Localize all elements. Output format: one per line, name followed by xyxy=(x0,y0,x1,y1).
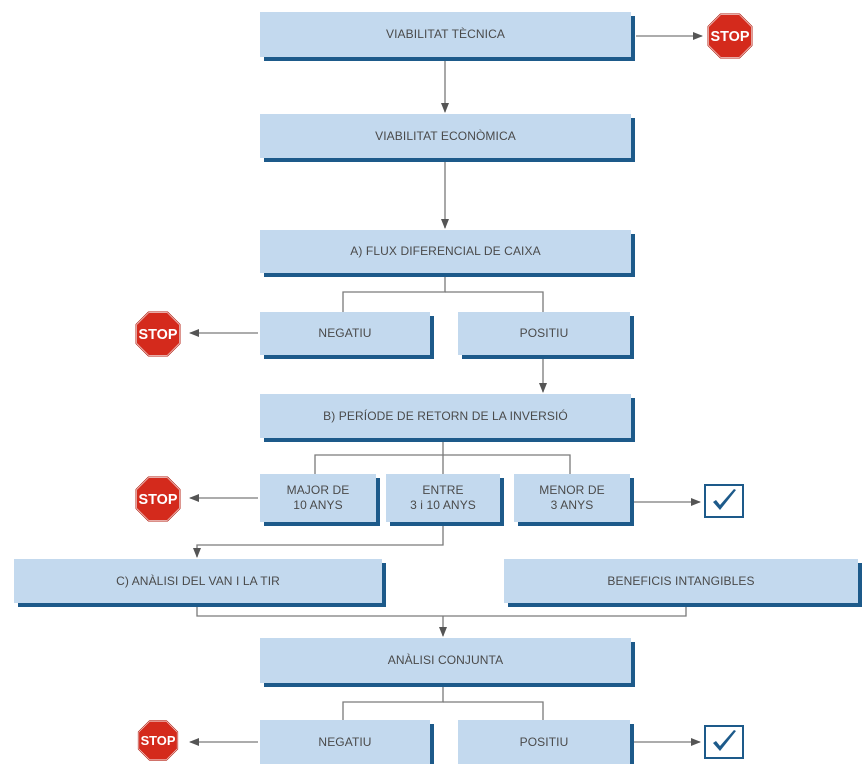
checkmark-icon xyxy=(704,484,744,518)
stop-sign-icon: STOP xyxy=(134,310,182,358)
stop-sign-icon: STOP xyxy=(134,475,182,523)
node-flux-diferencial: A) FLUX DIFERENCIAL DE CAIXA xyxy=(260,230,631,273)
node-viabilitat-tecnica: VIABILITAT TÈCNICA xyxy=(260,12,631,57)
node-entre-3-10: ENTRE 3 i 10 ANYS xyxy=(386,474,500,522)
node-negatiu-1: NEGATIU xyxy=(260,312,430,355)
stop-label: STOP xyxy=(139,492,178,508)
split-periode xyxy=(314,438,444,474)
node-periode-retorn: B) PERÍODE DE RETORN DE LA INVERSIÓ xyxy=(260,394,631,438)
node-analisi-conjunta: ANÀLISI CONJUNTA xyxy=(260,638,631,683)
node-positiu-1: POSITIU xyxy=(458,312,630,355)
node-beneficis-intangibles: BENEFICIS INTANGIBLES xyxy=(504,559,858,603)
stop-label: STOP xyxy=(139,327,178,343)
node-analisi-van-tir: C) ANÀLISI DEL VAN I LA TIR xyxy=(14,559,382,603)
node-viabilitat-economica: VIABILITAT ECONÒMICA xyxy=(260,114,631,158)
arrow-entre-van xyxy=(193,522,444,558)
node-menor-3: MENOR DE 3 ANYS xyxy=(514,474,630,522)
node-positiu-2: POSITIU xyxy=(458,720,630,764)
stop-label: STOP xyxy=(141,733,176,748)
stop-sign-icon: STOP xyxy=(137,719,179,762)
split-flux xyxy=(342,273,446,312)
node-major-10: MAJOR DE 10 ANYS xyxy=(260,474,376,522)
stop-label: STOP xyxy=(711,29,750,45)
stop-sign-icon: STOP xyxy=(706,12,754,60)
merge-conjunta xyxy=(196,603,687,617)
checkmark-icon xyxy=(704,725,744,759)
split-conjunta xyxy=(342,683,444,720)
node-negatiu-2: NEGATIU xyxy=(260,720,430,764)
